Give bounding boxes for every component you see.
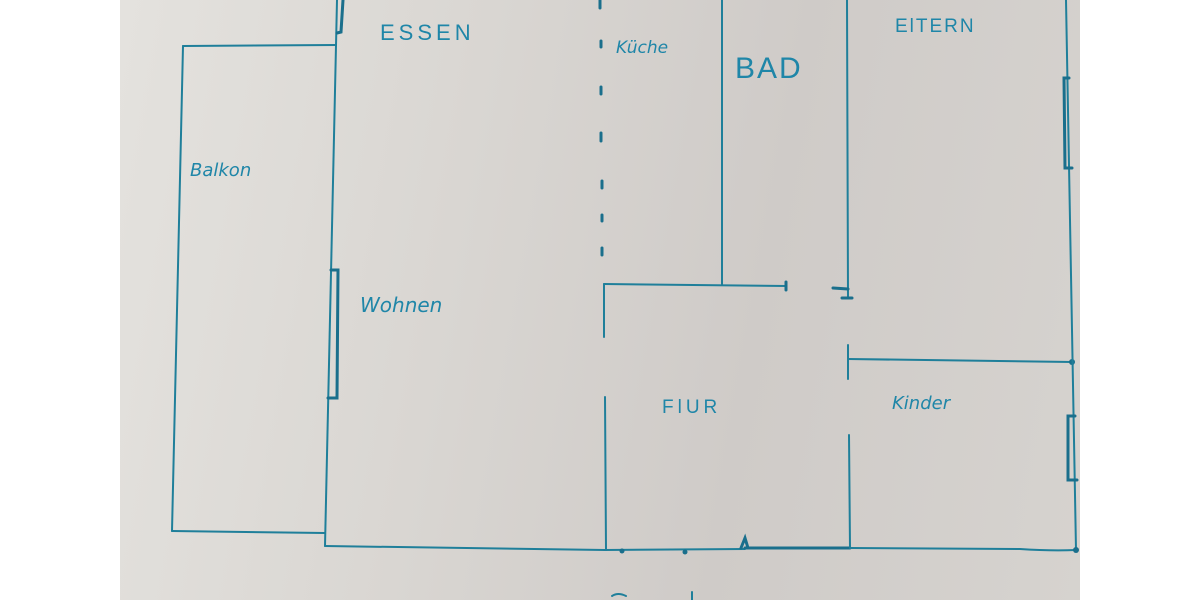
hall-walls bbox=[603, 0, 788, 551]
balkon-walls bbox=[171, 44, 337, 534]
room-label-bad: BAD bbox=[735, 52, 803, 85]
eltern-walls bbox=[831, 0, 854, 300]
room-label-essen: ESSEN bbox=[380, 20, 475, 45]
room-label-flur: FlUR bbox=[662, 397, 722, 418]
bottom-wall bbox=[324, 533, 1077, 555]
kitchen-dashed-wall bbox=[598, 0, 604, 257]
kinder-walls bbox=[847, 344, 1075, 549]
room-label-eltern: ElTERN bbox=[895, 16, 976, 37]
living-left-wall bbox=[324, 0, 345, 547]
room-label-kinder: Kinder bbox=[892, 393, 951, 414]
paper-sheet bbox=[120, 0, 1080, 600]
bottom-mark bbox=[611, 593, 627, 597]
room-label-balkon: Balkon bbox=[190, 160, 252, 181]
right-wall bbox=[1062, 0, 1079, 553]
room-label-kueche: Küche bbox=[616, 38, 669, 58]
room-label-wohnen: Wohnen bbox=[360, 293, 443, 317]
